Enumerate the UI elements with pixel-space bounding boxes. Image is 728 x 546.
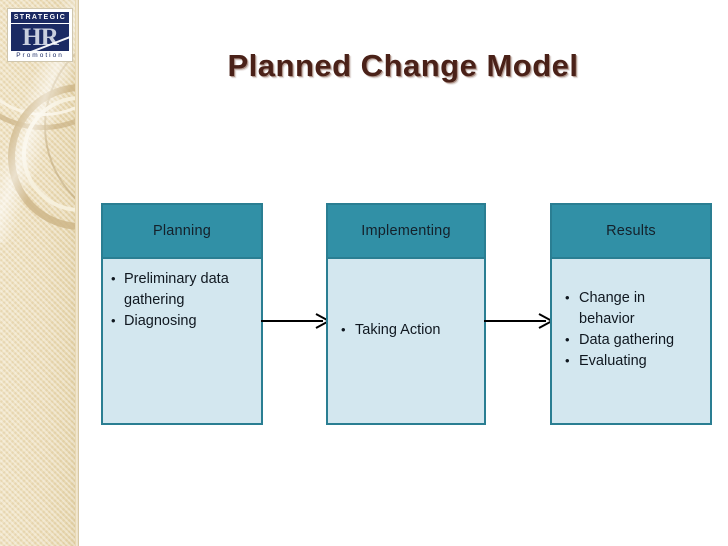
list-item: Diagnosing (109, 310, 255, 332)
list-item: Evaluating (558, 350, 704, 372)
page-title: Planned Change Model (227, 48, 579, 83)
list-item: Taking Action (334, 319, 478, 341)
strategic-hr-promotion-logo: STRATEGIC HR Promotion (7, 8, 73, 62)
sidebar-edge-highlight (75, 0, 79, 546)
arrow-planning-to-implementing (261, 312, 332, 330)
logo-main-band: HR (11, 24, 69, 51)
list-item: Change in behavior (558, 287, 704, 330)
decorative-sidebar (0, 0, 79, 546)
stage-box-results: Results Change in behavior Data gatherin… (550, 203, 712, 425)
stage-header-label: Results (606, 223, 656, 239)
bullet-list-implementing: Taking Action (334, 319, 478, 341)
stage-header-planning: Planning (103, 205, 261, 259)
list-item: Data gathering (558, 329, 704, 351)
stage-header-label: Implementing (361, 223, 451, 239)
stage-box-planning: Planning Preliminary data gathering Diag… (101, 203, 263, 425)
stage-body-results: Change in behavior Data gathering Evalua… (552, 259, 710, 423)
bullet-list-planning: Preliminary data gathering Diagnosing (109, 268, 255, 332)
arrow-implementing-to-results (484, 312, 555, 330)
stage-body-implementing: Taking Action (328, 259, 484, 423)
logo-bottom-text: Promotion (16, 52, 64, 59)
bullet-list-results: Change in behavior Data gathering Evalua… (558, 287, 704, 372)
stage-body-planning: Preliminary data gathering Diagnosing (103, 259, 261, 423)
stage-box-implementing: Implementing Taking Action (326, 203, 486, 425)
stage-header-results: Results (552, 205, 710, 259)
list-item: Preliminary data gathering (109, 268, 255, 311)
stage-header-implementing: Implementing (328, 205, 484, 259)
logo-top-text: STRATEGIC (11, 12, 69, 23)
stage-header-label: Planning (152, 223, 212, 239)
